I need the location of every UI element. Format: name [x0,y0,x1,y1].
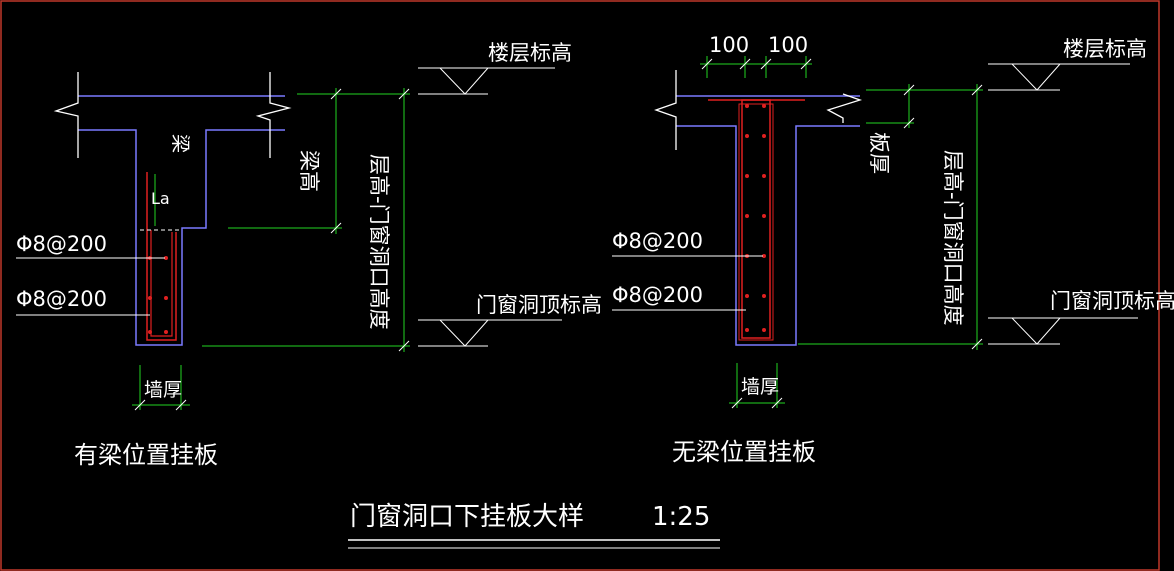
left-floor-minus-label: 层高-门窗洞口高度 [367,154,391,330]
left-detail: Φ8@200 Φ8@200 La 梁 楼层标高 门窗洞顶标高 梁高 层高-门窗洞… [16,41,602,469]
left-floor-elev-triangle [439,67,489,95]
right-wall-thickness-label: 墙厚 [741,376,779,398]
right-detail-title: 无梁位置挂板 [672,438,816,466]
right-rebar-cage-outer [738,103,774,341]
left-rebar-hook [146,172,177,341]
right-dim-100-b: 100 [768,33,808,57]
left-break-line-left [53,72,79,158]
right-opening-elev-triangle [1011,317,1061,345]
left-rebar-label-2: Φ8@200 [16,287,107,311]
left-break-line-right [255,72,292,158]
right-break-line-right [826,93,863,123]
right-rebar-label-2: Φ8@200 [612,283,703,307]
right-rebar-cage [741,99,771,339]
drawing-title-block: 门窗洞口下挂板大样 1:25 [348,502,720,549]
right-dim-100-a: 100 [709,33,749,57]
right-floor-elev-triangle [1011,63,1061,91]
left-opening-elev-label: 门窗洞顶标高 [476,293,602,317]
right-break-line-left [654,70,677,150]
right-floor-minus-label: 层高-门窗洞口高度 [941,150,965,326]
right-rebar-dots [745,104,766,332]
left-la-label: La [151,189,170,208]
left-beam-label: 梁 [169,134,191,153]
drawing-title: 门窗洞口下挂板大样 [350,502,584,532]
right-opening-elev-label: 门窗洞顶标高 [1050,289,1174,313]
left-floor-elev-label: 楼层标高 [488,41,572,65]
left-rebar-label-1: Φ8@200 [16,232,107,256]
right-detail: Φ8@200 Φ8@200 100 100 楼层标高 门窗洞顶标高 板厚 [612,33,1174,466]
left-rebar-dots [148,256,168,334]
right-slab-outline [676,125,860,346]
right-rebar-label-1: Φ8@200 [612,229,703,253]
left-opening-elev-triangle [439,319,489,347]
left-detail-title: 有梁位置挂板 [74,441,218,469]
drawing-scale: 1:25 [652,502,710,532]
left-beam-height-label: 梁高 [297,150,321,192]
left-beam-outline-lower [78,129,285,346]
right-floor-elev-label: 楼层标高 [1063,37,1147,61]
right-slab-thickness-label: 板厚 [867,132,891,174]
left-rebar-inner [150,230,173,337]
left-wall-thickness-label: 墙厚 [144,379,182,401]
